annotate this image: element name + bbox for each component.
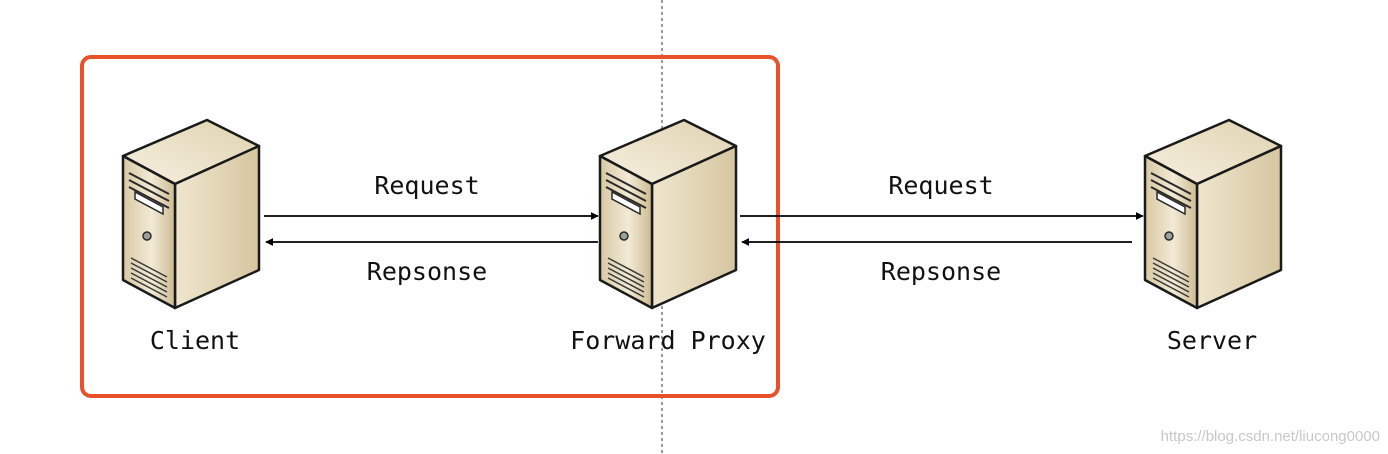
server-to-proxy-response-label: Repsonse — [881, 257, 1001, 286]
client-to-proxy-request-label: Request — [374, 171, 479, 200]
proxy-node: Forward Proxy — [570, 118, 766, 355]
proxy-to-server-request-label: Request — [888, 171, 993, 200]
client-side-highlight-box — [80, 55, 780, 398]
origin-server-icon — [1143, 118, 1283, 310]
server-node: Server — [1143, 118, 1283, 355]
server-label: Server — [1167, 326, 1257, 355]
watermark-text: https://blog.csdn.net/liucong0000 — [1161, 428, 1380, 445]
proxy-to-client-response-label: Repsonse — [367, 257, 487, 286]
proxy-label: Forward Proxy — [570, 326, 766, 355]
proxy-server-icon — [598, 118, 738, 310]
client-server-icon — [121, 118, 261, 310]
client-label: Client — [150, 326, 240, 355]
client-node: Client — [121, 118, 261, 355]
